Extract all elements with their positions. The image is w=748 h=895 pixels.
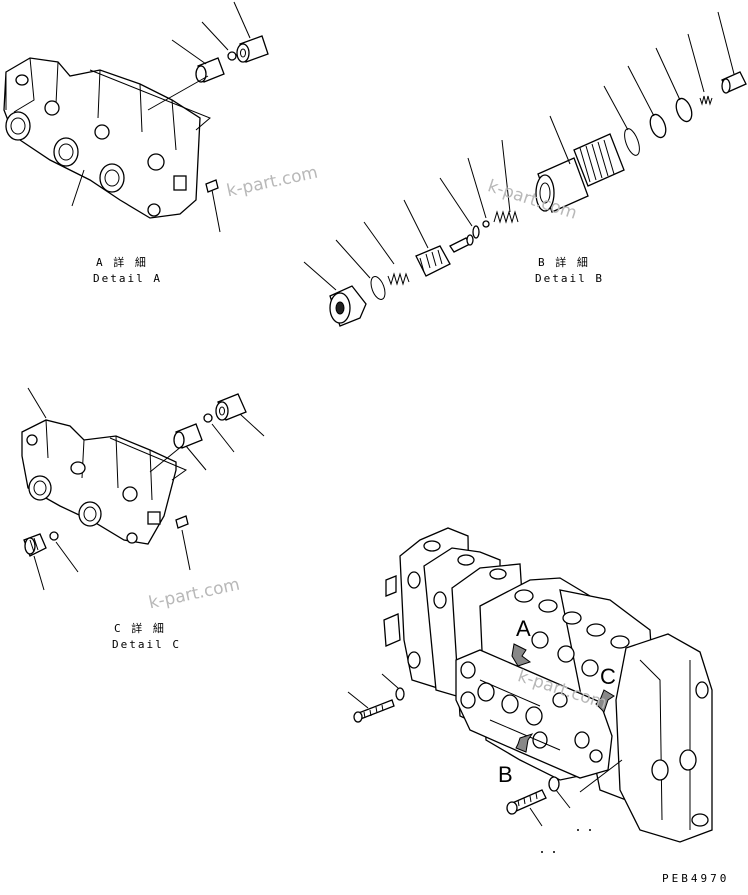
detail-b-seal <box>649 113 667 139</box>
callout-c: C <box>600 664 616 689</box>
detail-a-ball <box>227 51 237 61</box>
detail-a-plug <box>205 179 219 193</box>
detail-b-drawing <box>303 11 747 327</box>
detail-b-small-spring <box>699 95 713 106</box>
detail-b-o-ring-2 <box>675 97 693 123</box>
detail-b-backup-ring <box>624 128 640 156</box>
detail-a-port <box>5 111 31 141</box>
detail-b-spool <box>415 245 451 277</box>
main-valve-assembly <box>347 527 713 853</box>
detail-b-ball <box>482 220 490 228</box>
detail-b-label-en: Detail B <box>535 272 604 285</box>
detail-a-port <box>99 163 125 193</box>
drawing-code: PEB4970 <box>662 872 730 885</box>
detail-a-label-jp: A 詳 細 <box>96 256 148 269</box>
detail-c-small-plug <box>175 515 189 529</box>
detail-c-ball <box>203 413 213 423</box>
detail-c-port <box>78 501 102 527</box>
detail-b-label-jp: B 詳 細 <box>538 256 590 269</box>
callout-b: B <box>498 762 513 787</box>
callout-a: A <box>516 616 531 641</box>
detail-c-o-ring <box>49 531 59 541</box>
arrow-c-icon <box>595 689 615 713</box>
washer-upper <box>395 687 405 701</box>
detail-c-port <box>28 475 52 501</box>
detail-b-spring <box>387 272 410 286</box>
detail-b-washer <box>472 225 480 239</box>
arrow-a-icon <box>511 643 532 667</box>
detail-c-label-en: Detail C <box>112 638 181 651</box>
detail-c-drawing <box>21 387 265 591</box>
detail-b-o-ring <box>370 276 386 300</box>
valve-end-block <box>615 633 713 843</box>
detail-b-spring-large <box>493 210 519 224</box>
detail-a-label-en: Detail A <box>93 272 162 285</box>
washer-lower <box>548 776 560 792</box>
detail-c-label-jp: C 詳 細 <box>114 622 166 635</box>
detail-a-port <box>53 137 79 167</box>
detail-a-drawing <box>3 1 269 233</box>
arrow-b-icon <box>515 733 534 753</box>
